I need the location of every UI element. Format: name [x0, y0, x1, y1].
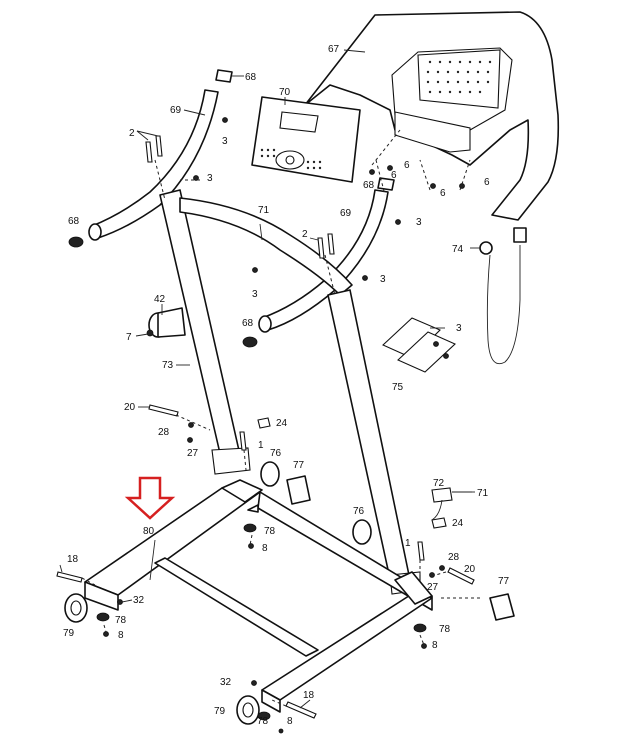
- callout-label: 78: [115, 615, 127, 626]
- callout-label: 3: [380, 274, 386, 285]
- wire-bracket: [382, 317, 456, 373]
- end-cover: [286, 475, 515, 621]
- callout-label: 72: [433, 478, 445, 489]
- callout-label: 3: [252, 289, 258, 300]
- callout-label: 6: [404, 160, 410, 171]
- callout-label: 77: [498, 576, 510, 587]
- callout-label: 27: [187, 448, 199, 459]
- callout-label: 18: [67, 554, 79, 565]
- bolt: [56, 404, 475, 719]
- callout-label: 70: [279, 87, 291, 98]
- power-cord: [479, 227, 527, 365]
- callout-label: 78: [439, 624, 451, 635]
- leveling-foot: [96, 523, 427, 721]
- console-housing: [304, 11, 560, 221]
- callout-label: 73: [162, 360, 174, 371]
- callout-label: 71: [477, 488, 489, 499]
- callout-label: 8: [262, 543, 268, 554]
- callout-label: 7: [126, 332, 132, 343]
- callout-label: 28: [448, 552, 460, 563]
- callout-label: 3: [416, 217, 422, 228]
- callout-label: 68: [363, 180, 375, 191]
- callout-label: 20: [464, 564, 476, 575]
- cord-connector: [431, 487, 472, 521]
- roller: [260, 461, 372, 545]
- callout-label: 69: [340, 208, 352, 219]
- callout-label: 42: [154, 294, 166, 305]
- callout-label: 76: [353, 506, 365, 517]
- callout-label: 67: [328, 44, 340, 55]
- callout-label: 8: [118, 630, 124, 641]
- callout-label: 1: [405, 538, 411, 549]
- left-handrail: [68, 69, 233, 248]
- pin: [145, 135, 447, 561]
- callout-label: 69: [170, 105, 182, 116]
- callout-labels: 67 68 69 70 2 3 3 6 6 6 6 68 3 69 68 71 …: [63, 44, 510, 727]
- callout-label: 6: [440, 188, 446, 199]
- callout-label: 80: [143, 526, 155, 537]
- callout-label: 1: [258, 440, 264, 451]
- callout-label: 68: [68, 216, 80, 227]
- callout-label: 68: [245, 72, 257, 83]
- wheel: [64, 593, 260, 725]
- assembly-lines: [81, 129, 480, 707]
- callout-label: 2: [302, 229, 308, 240]
- callout-label: 3: [222, 136, 228, 147]
- callout-label: 32: [220, 677, 232, 688]
- callout-label: 18: [303, 690, 315, 701]
- control-panel: [251, 96, 361, 183]
- callout-label: 74: [452, 244, 464, 255]
- callout-label: 8: [287, 716, 293, 727]
- right-handrail: [242, 177, 395, 348]
- screw: [103, 117, 465, 734]
- callout-label: 32: [133, 595, 145, 606]
- bracket: [146, 307, 186, 338]
- callout-label: 76: [270, 448, 282, 459]
- callout-label: 2: [129, 128, 135, 139]
- base-frame: [84, 479, 433, 713]
- callout-label: 3: [207, 173, 213, 184]
- callout-label: 24: [276, 418, 288, 429]
- callout-label: 79: [63, 628, 75, 639]
- callout-label: 8: [432, 640, 438, 651]
- callout-label: 75: [392, 382, 404, 393]
- callout-label: 24: [452, 518, 464, 529]
- callout-label: 71: [258, 205, 270, 216]
- callout-label: 6: [484, 177, 490, 188]
- callout-label: 3: [456, 323, 462, 334]
- callout-label: 27: [427, 582, 439, 593]
- callout-label: 77: [293, 460, 305, 471]
- callout-label: 79: [214, 706, 226, 717]
- leader-lines: [59, 49, 480, 709]
- callout-label: 28: [158, 427, 170, 438]
- highlight-arrow: [124, 476, 176, 520]
- callout-label: 78: [257, 716, 269, 727]
- callout-label: 6: [391, 170, 397, 181]
- callout-label: 68: [242, 318, 254, 329]
- callout-label: 78: [264, 526, 276, 537]
- callout-label: 20: [124, 402, 136, 413]
